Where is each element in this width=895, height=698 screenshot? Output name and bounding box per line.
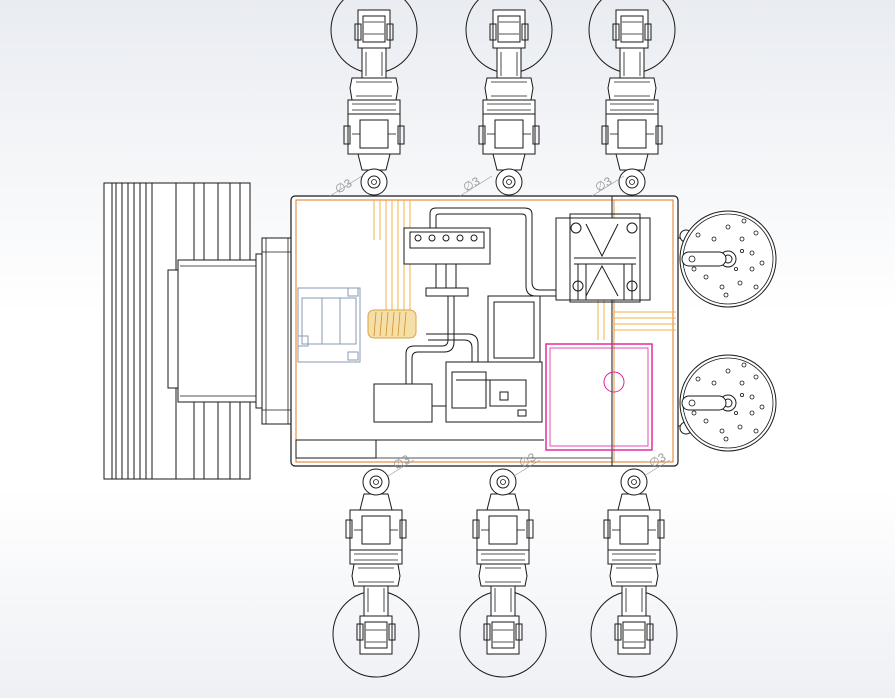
piping <box>405 207 576 384</box>
wheel-upper <box>678 210 777 308</box>
control-board <box>403 227 491 297</box>
dimension-label-top-middle: ∅3 <box>461 174 483 195</box>
dimension-label-top-left: ∅3 <box>333 176 355 197</box>
leg-bottom-right <box>590 468 678 678</box>
tail-drum <box>103 182 295 480</box>
wheel-lower <box>678 354 777 452</box>
leg-top-middle <box>465 0 553 196</box>
coil-icon <box>367 309 417 339</box>
leg-top-right <box>588 0 676 196</box>
driver-module <box>295 383 544 459</box>
battery-pack-icon <box>545 343 653 451</box>
sensor-block <box>297 287 361 363</box>
front-servo-assembly <box>555 213 651 303</box>
controller-box <box>445 295 543 423</box>
leg-bottom-left <box>332 468 420 678</box>
leg-top-left <box>330 0 418 196</box>
leg-bottom-middle <box>459 468 547 678</box>
dimension-label-top-right: ∅3 <box>593 174 615 195</box>
